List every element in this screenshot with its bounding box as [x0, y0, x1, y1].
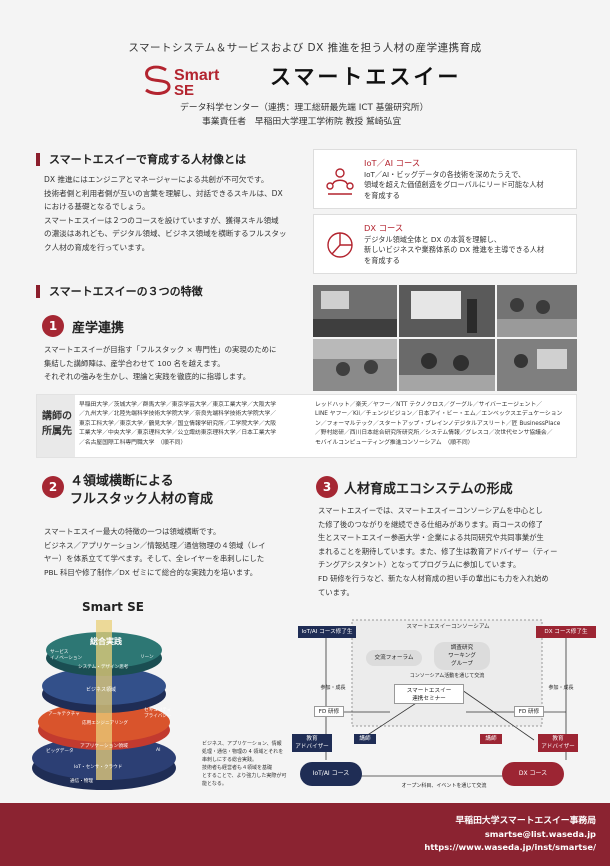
- layer-label: システム・デザイン思考: [78, 665, 129, 670]
- growth-label-right: 参加・成長: [548, 685, 574, 691]
- lecturer-box-right: 講師: [480, 734, 502, 744]
- feature-title: 人材育成エコシステムの形成: [344, 482, 513, 497]
- feature-title: 産学連携: [72, 321, 125, 336]
- lecturer-label-bg: [37, 395, 75, 457]
- course-desc: デジタル領域全体と DX の本質を理解し、 新しいビジネスや業務体系の DX 推…: [364, 235, 545, 265]
- lecturer-box-left: 講師: [354, 734, 376, 744]
- feature-number-badge: 1: [42, 315, 64, 337]
- dx-course-oval: DX コース: [502, 762, 564, 786]
- layer-label: AI: [156, 748, 161, 753]
- network-people-icon: [324, 164, 356, 196]
- svg-text:Smart: Smart: [174, 67, 220, 84]
- layer-label: アプリケーション領域: [80, 744, 128, 749]
- svg-text:SE: SE: [174, 82, 194, 98]
- course-title: DX コース: [364, 223, 404, 233]
- tagline: スマートシステム＆サービスおよび DX 推進を担う人材の産学連携育成: [128, 42, 482, 54]
- page-title: スマートエスイー: [270, 65, 462, 89]
- feature-number-badge: 3: [316, 476, 338, 498]
- feature-text: スマートエスイー最大の特徴の一つは領域横断です。 ビジネス／アプリケーション／情…: [44, 527, 266, 577]
- photo-workshop: [313, 339, 397, 391]
- photo-presentation: [399, 285, 495, 337]
- activity-label: コンソーシアム活動を通じて交流: [409, 673, 485, 679]
- footer: 早稲田大学スマートエスイー事務局 smartse@list.waseda.jp …: [0, 803, 610, 866]
- smartse-logo: Smart SE: [142, 62, 266, 99]
- iot-course-oval: IoT/AI コース: [300, 762, 362, 786]
- dx-graduates-box: DX コース修了生: [536, 626, 596, 638]
- office-name: 早稲田大学スマートエスイー事務局: [455, 816, 597, 826]
- photo-lecture: [313, 285, 397, 337]
- department: データ科学センター（連携：理工総研最先端 ICT 基盤研究所）: [180, 103, 429, 113]
- photo-class: [497, 339, 577, 391]
- layer-label: セキュリティプライバシー: [144, 708, 172, 719]
- top-layer-label: 総合実践: [90, 637, 122, 646]
- course-title: IoT／AI コース: [364, 158, 421, 168]
- consortium-label: スマートエスイーコンソーシアム: [406, 624, 490, 630]
- course-desc: IoT／AI・ビッグデータの各技術を深めたうえで、 領域を超えた価値創造をグロー…: [364, 170, 544, 200]
- layer-stack-graphic: [32, 620, 176, 790]
- ecosystem-diagram: スマートエスイーコンソーシアム IoT/AI コース修了生 DX コース修了生 …: [290, 610, 602, 800]
- layer-label: ビッグデータ: [46, 749, 74, 754]
- contact-email[interactable]: smartse@list.waseda.jp: [484, 829, 596, 839]
- university-list: 早稲田大学／茨城大学／群馬大学／東京学芸大学／東京工業大学／大阪大学 ／九州大学…: [79, 402, 277, 446]
- layer-label: ビジネス領域: [86, 687, 117, 693]
- layer-label: 通信・物理: [70, 779, 93, 784]
- course-card-dx: DX コース デジタル領域全体と DX の本質を理解し、 新しいビジネスや業務体…: [313, 214, 577, 274]
- fd-training-right: FD 研修: [514, 706, 544, 717]
- layer-label: 応用エンジニアリング: [82, 721, 128, 726]
- layer-label: アーキテクチャ: [48, 712, 80, 717]
- photo-group-work: [497, 285, 577, 337]
- layer-label: サービスイノベーション: [50, 650, 83, 661]
- layer-label: IoT・センサ・クラウド: [74, 765, 123, 770]
- feature-text: スマートエスイーが目指す「フルスタック × 専門性」の実現のために 集結した講師…: [44, 345, 277, 382]
- feature-text: スマートエスイーでは、スマートエスイーコンソーシアムを中心とし た修了後のつなが…: [318, 506, 558, 597]
- forum-box: 交流フォーラム: [366, 650, 422, 666]
- responsible-person: 事業責任者 早稲田大学理工学術院 教授 鷲崎弘宜: [202, 117, 402, 127]
- feature-number-badge: 2: [42, 476, 64, 498]
- open-courses-label: オープン科目、イベントを通じて交流: [401, 783, 487, 789]
- advisor-box-left: 教育アドバイザー: [292, 734, 332, 752]
- iot-graduates-box: IoT/AI コース修了生: [298, 626, 356, 638]
- fd-training-left: FD 研修: [314, 706, 344, 717]
- diagram-note: ビジネス、アプリケーション、情報 処理・通信・物理の 4 領域とそれを 串刺しに…: [202, 741, 287, 787]
- lecturer-label: 講師の 所属先: [42, 411, 72, 437]
- lecturer-affiliations-box: 講師の 所属先 早稲田大学／茨城大学／群馬大学／東京学芸大学／東京工業大学／大阪…: [36, 394, 577, 458]
- pie-chart-icon: [324, 229, 356, 261]
- website-link[interactable]: https://www.waseda.jp/inst/smartse/: [424, 842, 596, 852]
- photo-discussion: [399, 339, 495, 391]
- feature-title: ４領域横断による フルスタック人材の育成: [70, 474, 214, 507]
- diagram-title: Smart SE: [82, 600, 144, 614]
- layer-diagram: Smart SE 総合実践 サービスイノベーション システム・デザイン思考 リー…: [20, 598, 310, 794]
- section-heading-features: スマートエスイーの３つの特徴: [36, 285, 203, 298]
- section-heading-ideal: スマートエスイーで育成する人材像とは: [36, 153, 246, 166]
- course-card-iot: IoT／AI コース IoT／AI・ビッグデータの各技術を深めたうえで、 領域を…: [313, 149, 577, 209]
- advisor-box-right: 教育アドバイザー: [538, 734, 578, 752]
- company-list: レッドハット／楽天／ヤフー／NTT テクノクロス／グーグル／サイバーエージェント…: [315, 402, 563, 446]
- seminar-box: スマートエスイー連携セミナー: [394, 684, 464, 704]
- working-group-box: 調査研究ワーキンググループ: [434, 642, 490, 670]
- intro-text: DX 推進にはエンジニアとマネージャーによる共創が不可欠です。 技術者側と利用者…: [44, 175, 287, 252]
- growth-label-left: 参加・成長: [320, 685, 346, 691]
- layer-label: リーン: [140, 655, 154, 660]
